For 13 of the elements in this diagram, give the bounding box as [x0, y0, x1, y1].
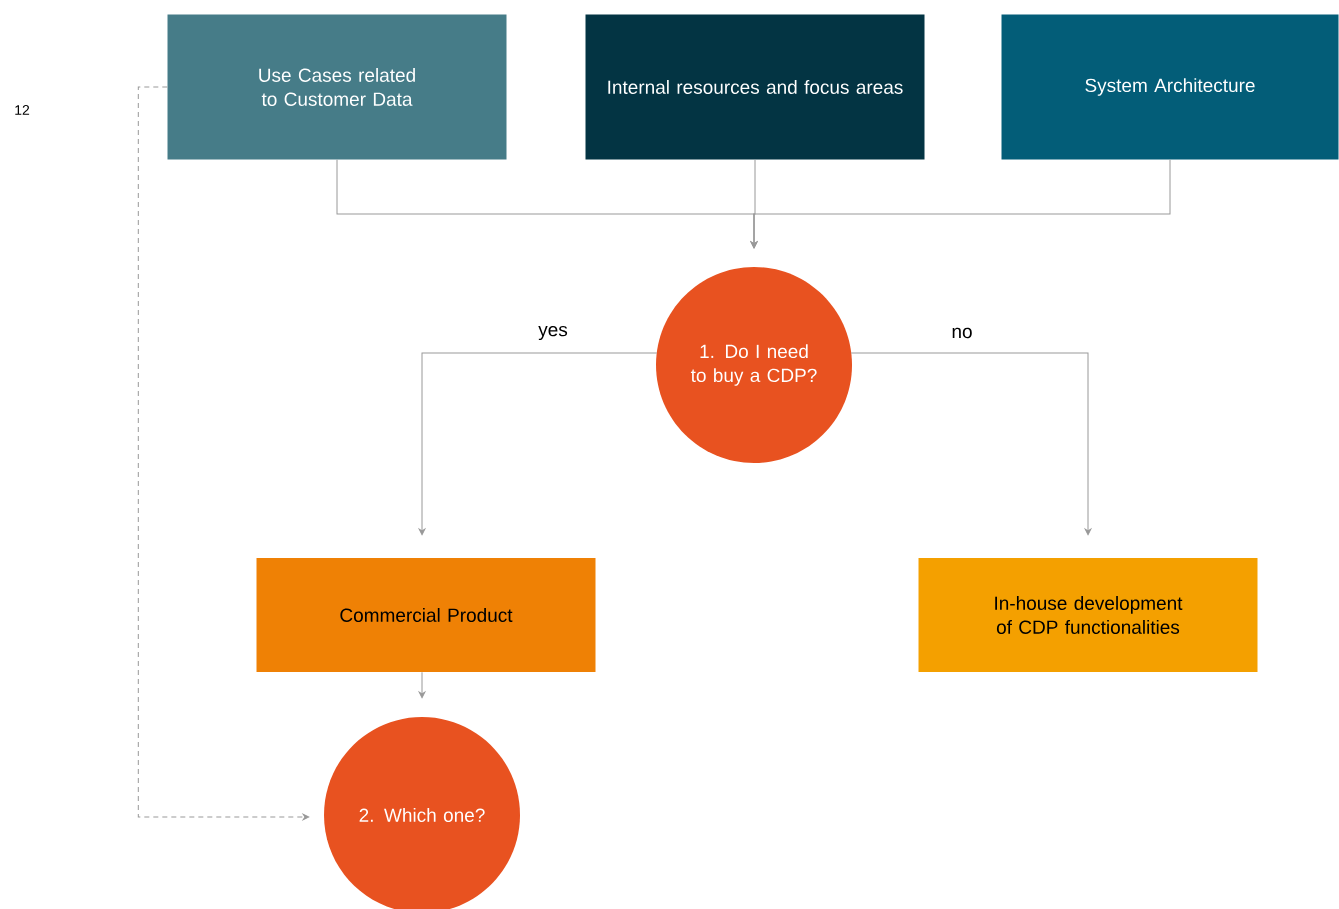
arrow	[418, 352, 658, 536]
arrow	[850, 352, 1092, 536]
topic-box: Internal resources and focus areas	[585, 14, 925, 160]
option-box: In-house development of CDP functionalities	[918, 558, 1258, 672]
page-number: 12	[15, 105, 30, 115]
arrow	[750, 159, 1171, 249]
topic-box: Use Cases related to Customer Data	[167, 14, 507, 160]
option-box: Commercial Product	[256, 558, 596, 672]
arrow	[418, 671, 426, 699]
edge-label: yes	[537, 324, 569, 342]
topic-box: System Architecture	[1001, 14, 1339, 160]
arrow	[137, 86, 310, 821]
edge-label: no	[950, 326, 974, 340]
